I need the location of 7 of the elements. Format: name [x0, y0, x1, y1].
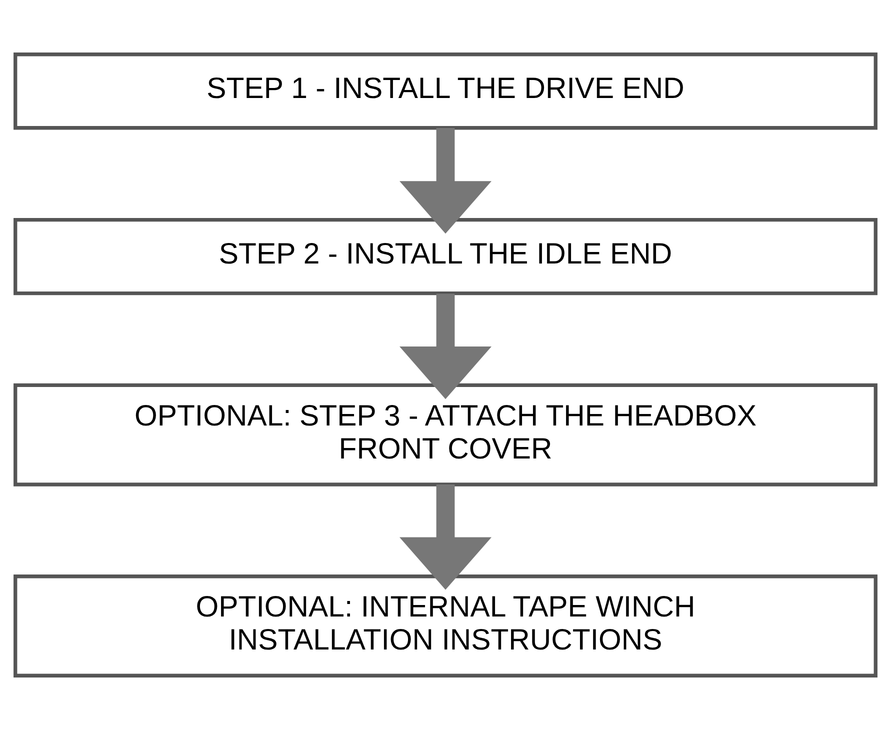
node-box: OPTIONAL: INTERNAL TAPE WINCH INSTALLATION INSTRUCTIONS [14, 574, 878, 677]
node-box: OPTIONAL: STEP 3 - ATTACH THE HEADBOX FRONT COVER [14, 382, 878, 486]
arrow [400, 484, 492, 590]
arrow [400, 128, 492, 234]
node-box: STEP 1 - INSTALL THE DRIVE END [14, 52, 878, 130]
arrow [400, 293, 492, 399]
node-box: STEP 2 - INSTALL THE IDLE END [14, 217, 878, 295]
